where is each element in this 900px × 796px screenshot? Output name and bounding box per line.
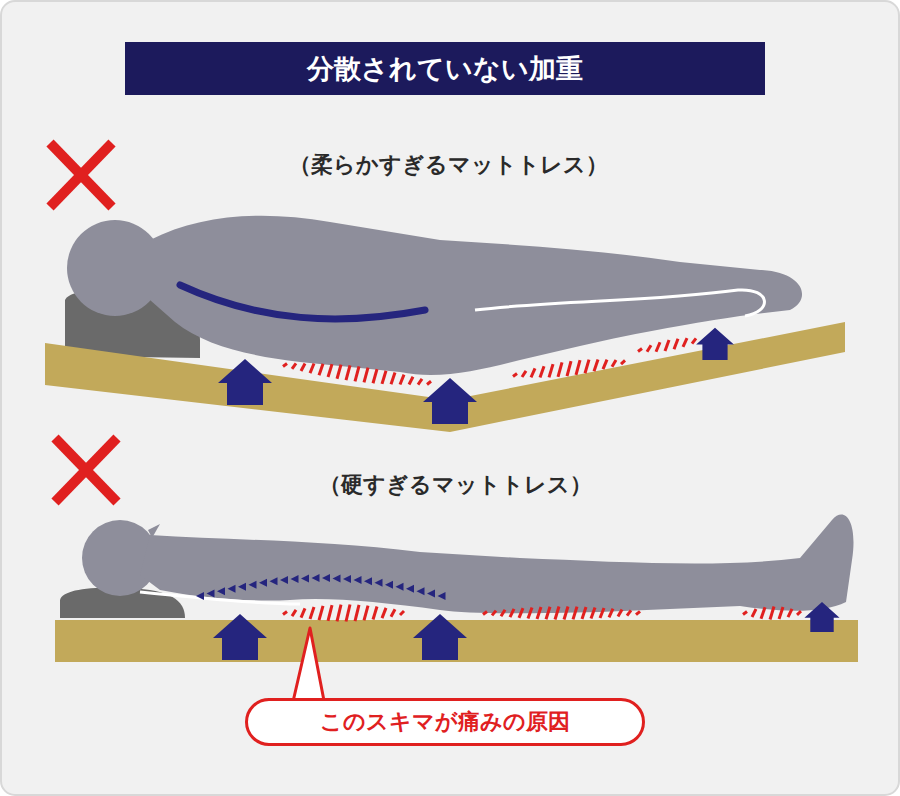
hard-mattress-scene (55, 515, 858, 662)
title: 分散されていない加重 (307, 51, 583, 87)
title-band: 分散されていない加重 (125, 42, 765, 95)
callout-tail (292, 628, 325, 706)
callout-text: このスキマが痛みの原因 (320, 707, 570, 737)
callout-box: このスキマが痛みの原因 (245, 698, 645, 746)
soft-mattress-scene (45, 216, 845, 432)
subtitle: （硬すぎるマットトレス） (319, 470, 592, 500)
subtitle: （柔らかすぎるマットトレス） (289, 150, 608, 180)
